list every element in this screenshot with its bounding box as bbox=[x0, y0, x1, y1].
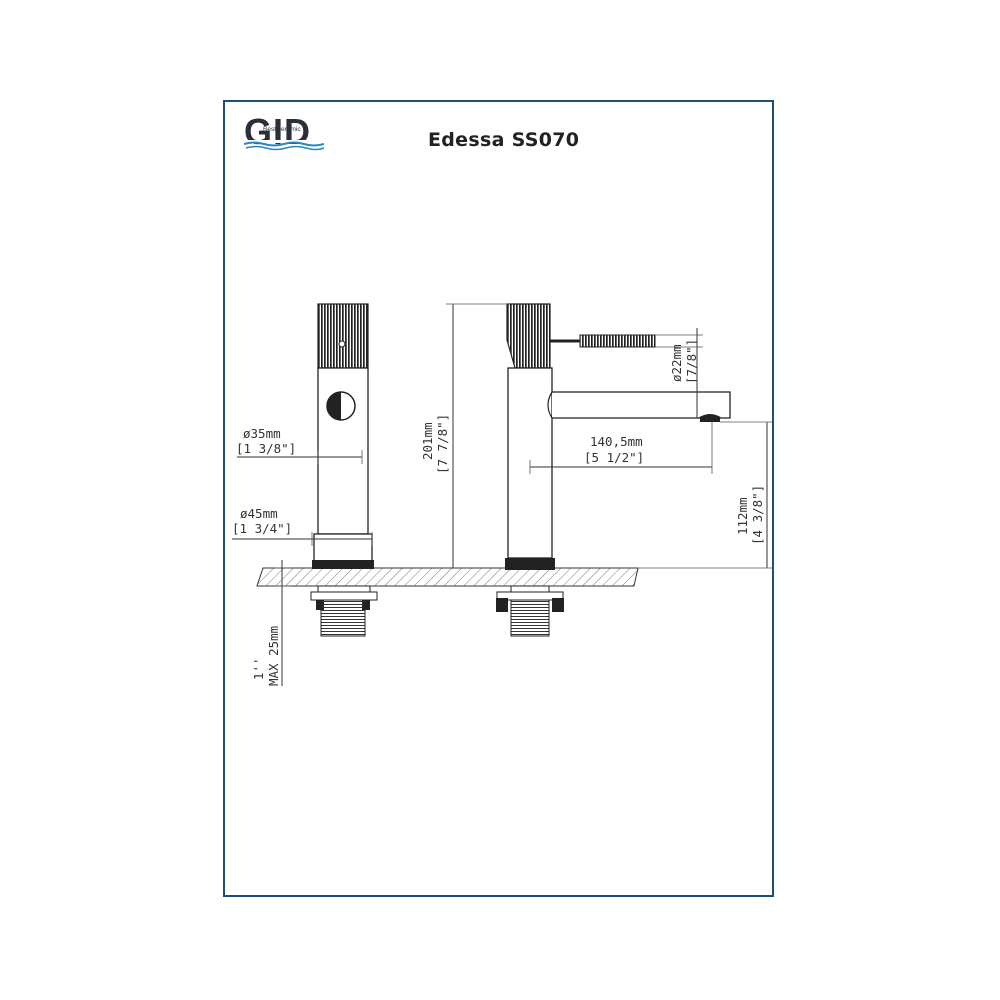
side-view bbox=[496, 303, 731, 637]
reach-inch: [5 1/2"] bbox=[584, 450, 644, 465]
countertop-section bbox=[256, 567, 639, 587]
body-diameter-inch: [1 3/8"] bbox=[236, 441, 296, 456]
lever-handle bbox=[579, 334, 656, 348]
base-diameter-inch: [1 3/4"] bbox=[232, 521, 292, 536]
front-view bbox=[310, 303, 378, 637]
knurled-handle-side bbox=[506, 303, 551, 369]
front-dimensions: ø35mm [1 3/8"] ø45mm [1 3/4"] 1'' MAX 25… bbox=[232, 426, 373, 686]
base-diameter-label: ø45mm bbox=[240, 506, 278, 521]
spout-height-label: 112mm bbox=[735, 497, 750, 535]
handle-diameter-label: ø22mm bbox=[669, 344, 684, 382]
reach-label: 140,5mm bbox=[590, 434, 643, 449]
spout-height-inch: [4 3/8"] bbox=[750, 485, 765, 545]
mount-max-value: MAX 25mm bbox=[266, 626, 281, 686]
body-diameter-label: ø35mm bbox=[243, 426, 281, 441]
brand-logo: GID Best ceramic bbox=[243, 111, 325, 155]
svg-text:Best ceramic: Best ceramic bbox=[263, 126, 301, 133]
page-title: Edessa SS070 bbox=[428, 129, 580, 151]
side-dimensions: 201mm [7 7/8"] ø22mm [7/8"] 140,5mm [5 1… bbox=[420, 303, 772, 569]
height-inch: [7 7/8"] bbox=[435, 414, 450, 474]
knurled-handle bbox=[317, 303, 369, 369]
handle-diameter-inch: [7/8"] bbox=[684, 339, 699, 384]
height-label: 201mm bbox=[420, 422, 435, 460]
drawing-frame bbox=[223, 100, 774, 897]
mount-max-label: 1'' bbox=[251, 657, 266, 680]
